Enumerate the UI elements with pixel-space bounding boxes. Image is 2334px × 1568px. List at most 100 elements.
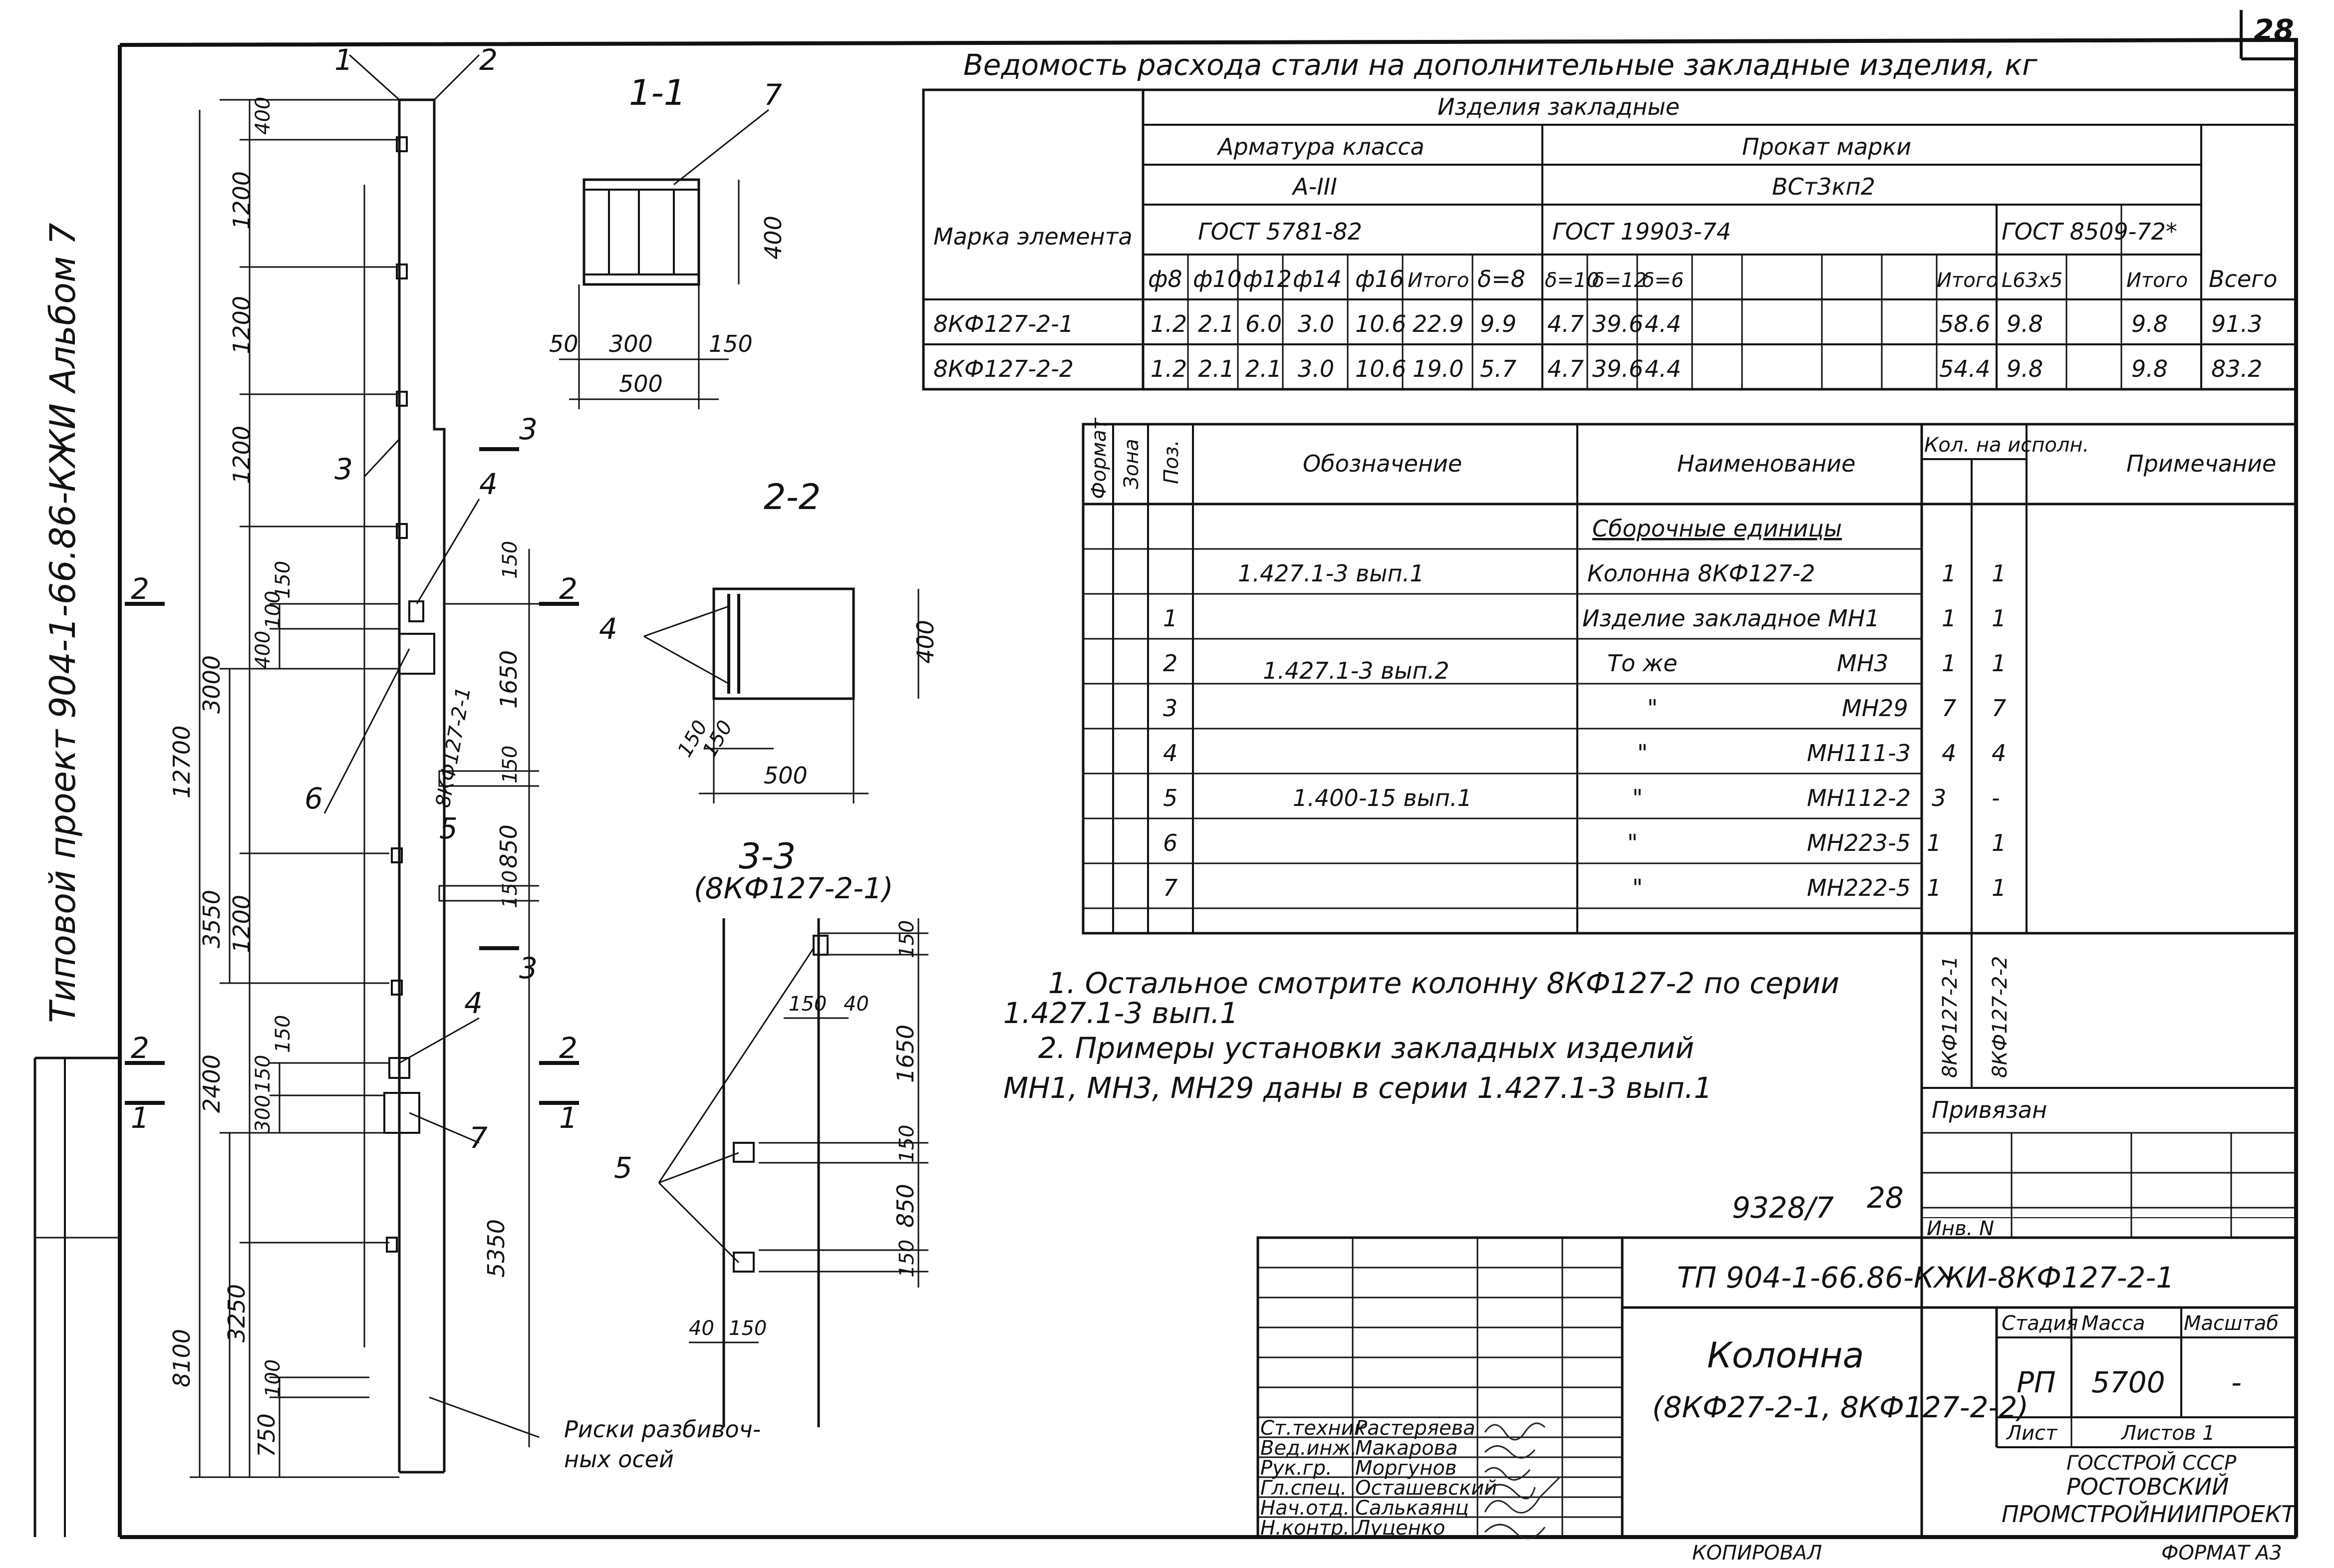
copied-by: КОПИРОВАЛ [1692,1542,1822,1565]
dim-150-low-a: 150 [252,1055,275,1093]
section-1-1-title: 1-1 [629,72,686,113]
signer-name: Моргунов [1355,1457,1457,1480]
steel-col-5: Итого [1408,269,1469,292]
steel-cell: 3.0 [1298,355,1334,382]
spec-qty-2: 1 [1992,650,2006,677]
spec-qty-2: 7 [1992,695,2006,722]
steel-col-7: δ=10 [1545,269,1599,292]
steel-rolled-gost1: ГОСТ 19903-74 [1552,218,1731,245]
pos-7-label: 7 [469,1121,488,1155]
spec-qty-2: - [1992,784,2000,811]
steel-cell: 19.0 [1413,355,1463,382]
spec-header-designation: Обозначение [1303,450,1462,477]
steel-rolled-gost2: ГОСТ 8509-72* [2002,218,2177,245]
steel-col-3: ф14 [1293,265,1342,292]
side-title: Типовой проект 904-1-66.86-КЖИ Альбом 7 [42,223,83,1023]
pos-4-label-upper: 4 [479,467,498,501]
steel-cell: 3.0 [1298,310,1334,337]
section-3-3-dim-150-c: 150 [895,1240,918,1278]
dim-150-low-b: 150 [272,1015,294,1053]
spec-name: " [1627,829,1638,856]
steel-group-header: Изделия закладные [1438,93,1680,120]
scale-value: - [2231,1365,2242,1399]
stage-header: Стадия [2002,1312,2078,1335]
spec-code: МН3 [1837,650,1889,677]
spec-row: 7 " МН222-5 1 1 [1163,874,2006,901]
section-3-3-dim-1650: 1650 [892,1025,919,1083]
section-1-1-dim-500: 500 [619,370,663,397]
column-elevation [125,54,579,1478]
organization-3: ПРОМСТРОЙНИИПРОЕКТ [2002,1501,2297,1528]
dim-100-mid: 100 [262,591,285,629]
spec-pos: 6 [1163,829,1177,856]
steel-armature-gost: ГОСТ 5781-82 [1198,218,1362,245]
steel-cell: 9.8 [2131,310,2168,337]
spec-qty-2: 1 [1992,560,2006,587]
spec-name: " [1647,695,1658,722]
stage-value: РП [2017,1365,2056,1399]
spec-row: 2 1.427.1-3 вып.2 То же МН3 1 1 [1163,650,2006,684]
drawing-name-sub: (8КФ27-2-1, 8КФ127-2-2) [1652,1390,2029,1424]
section-mark-1-lower: 1 [131,1101,149,1135]
steel-cell: 4.7 [1547,310,1584,337]
steel-armature-header: Арматура класса [1216,133,1425,160]
signatures: Ст.техник Растеряева Вед.инж. Макарова Р… [1260,1417,1497,1540]
spec-name: " [1637,740,1648,767]
section-mark-2-right-lower: 2 [559,1031,578,1065]
organization-2: РОСТОВСКИЙ [2066,1473,2229,1500]
spec-name: Изделие закладное МН1 [1582,605,1880,632]
section-1-1-dim-400: 400 [760,216,787,260]
spec-qty-1: 3 [1932,784,1946,811]
dim-2400: 2400 [198,1054,225,1113]
section-mark-3-bottom: 3 [519,951,538,985]
pos-6-label: 6 [304,782,323,815]
pos-3-label: 3 [334,452,353,486]
section-3-3-dim-40-bottom: 40 [689,1317,714,1340]
section-1-1 [559,109,769,409]
mass-header: Масса [2081,1312,2145,1335]
spec-qty-2: 1 [1992,605,2006,632]
binding-inv: Инв. N [1927,1217,1994,1240]
spec-qty-1: 1 [1942,605,1956,632]
steel-cell: 58.6 [1939,310,1990,337]
sheet-header: Лист [2006,1422,2058,1445]
steel-row-mark: 8КФ127-2-2 [933,355,1074,382]
dim-1200-b: 1200 [228,296,255,354]
section-3-3-pos-5: 5 [614,1151,632,1185]
steel-cell: 54.4 [1939,355,1990,382]
steel-table-row-2: 8КФ127-2-2 1.2 2.1 2.1 3.0 10.6 19.0 5.7… [933,355,2262,382]
spec-header-note: Примечание [2126,450,2276,477]
spec-pos: 7 [1163,874,1177,901]
signer-name: Растеряева [1355,1417,1475,1440]
section-3-3-dim-40-top: 40 [844,993,869,1016]
handwritten-signatures [1484,1422,1561,1540]
spec-row: 1.427.1-3 вып.1 Колонна 8КФ127-2 1 1 [1238,560,2006,587]
dim-3000: 3000 [198,655,225,714]
spec-row: 4 " МН111-3 4 4 [1163,740,2006,767]
note-line-4: МН1, МН3, МН29 даны в серии 1.427.1-3 вы… [1003,1071,1712,1105]
spec-designation: 1.427.1-3 вып.1 [1238,560,1424,587]
pos-5-label: 5 [439,811,458,845]
spec-code: МН111-3 [1807,740,1911,767]
organization-1: ГОССТРОЙ СССР [2066,1451,2237,1475]
signer-role: Гл.спец. [1260,1477,1347,1500]
spec-pos: 4 [1163,740,1177,767]
pos-1-label: 1 [334,43,353,77]
steel-cell: 2.1 [1245,355,1282,382]
steel-total-header: Всего [2209,265,2277,292]
spec-pos: 2 [1163,650,1177,677]
section-1-1-dim-300: 300 [609,330,653,357]
dim-r-850: 850 [495,824,522,868]
steel-row-mark: 8КФ127-2-1 [933,310,1074,337]
inventory-number: 9328/7 [1732,1191,1834,1225]
steel-table-title: Ведомость расхода стали на дополнительны… [963,48,2038,82]
spec-name: " [1632,874,1643,901]
dim-3550: 3550 [198,890,225,948]
axis-note-line2: ных осей [564,1446,674,1473]
steel-cell: 1.2 [1151,355,1187,382]
dim-1200-c: 1200 [228,426,255,484]
section-mark-2-lower: 2 [131,1031,149,1065]
steel-cell: 1.2 [1151,310,1187,337]
note-line-2: 1.427.1-3 вып.1 [1003,996,1238,1030]
spec-header-zone: Зона [1120,439,1143,489]
